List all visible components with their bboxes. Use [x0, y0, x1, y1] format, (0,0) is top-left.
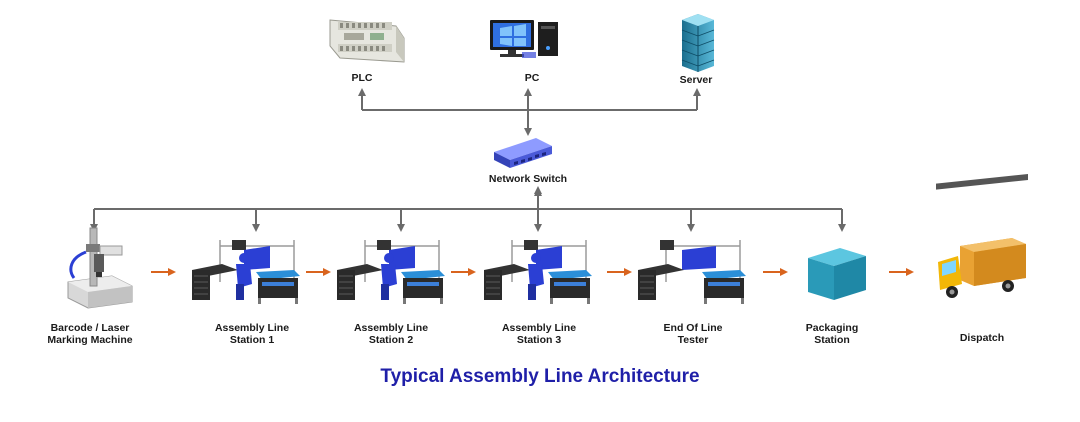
stage-label-station-2: Assembly Line Station 2: [331, 322, 451, 346]
stage-label-dispatch: Dispatch: [922, 332, 1042, 344]
assembly-station-icon: [484, 240, 592, 304]
pc-label-text: PC: [524, 72, 540, 84]
pc-icon: [490, 20, 558, 58]
network-switch-icon: [494, 138, 552, 168]
diagram-caption: Typical Assembly Line Architecture: [380, 366, 700, 387]
stage-label-line1: Assembly Line: [353, 322, 429, 334]
stage-label-line2: Marking Machine: [47, 334, 133, 346]
network-switch-label: Network Switch: [468, 173, 588, 185]
server-label: Server: [666, 74, 726, 86]
stage-label-line1: Assembly Line: [501, 322, 577, 334]
stage-label-station-1: Assembly Line Station 1: [192, 322, 312, 346]
packaging-box-icon: [808, 248, 866, 300]
stage-label-line2: Station: [814, 334, 850, 346]
plc-label-text: PLC: [351, 72, 373, 84]
tester-station-icon: [638, 240, 746, 304]
delivery-truck-icon: [936, 173, 1028, 298]
stage-label-line1: Assembly Line: [214, 322, 290, 334]
stage-label-line2: Station 1: [229, 334, 275, 346]
stage-label-line1: Dispatch: [959, 332, 1005, 344]
bottom-connectors: [90, 186, 846, 232]
stage-label-packaging: Packaging Station: [772, 322, 892, 346]
server-label-text: Server: [679, 74, 713, 86]
laser-marking-machine-icon: [67, 227, 133, 309]
plc-icon: [329, 19, 405, 63]
server-icon: [681, 14, 715, 72]
stage-label-line2: Tester: [677, 334, 709, 346]
stage-label-line2: Station 3: [516, 334, 562, 346]
stage-label-station-3: Assembly Line Station 3: [479, 322, 599, 346]
stage-label-line1: End Of Line: [663, 322, 723, 334]
plc-label: PLC: [342, 72, 382, 84]
top-connectors: [358, 88, 701, 136]
stage-label-line1: Barcode / Laser: [50, 322, 130, 334]
network-switch-label-text: Network Switch: [488, 173, 568, 185]
pc-label: PC: [512, 72, 552, 84]
stage-label-laser-marking: Barcode / Laser Marking Machine: [30, 322, 150, 346]
stage-label-end-of-line-tester: End Of Line Tester: [633, 322, 753, 346]
stage-label-line2: Station 2: [368, 334, 414, 346]
assembly-station-icon: [337, 240, 445, 304]
assembly-station-icon: [192, 240, 300, 304]
stage-label-line1: Packaging: [805, 322, 859, 334]
